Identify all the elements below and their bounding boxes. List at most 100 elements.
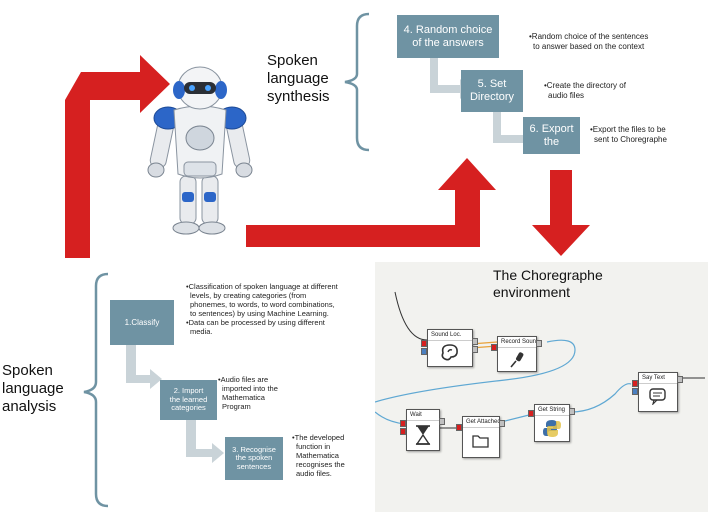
nao-robot-image <box>147 66 253 235</box>
input-port[interactable] <box>528 410 534 417</box>
connection-wire <box>570 383 632 413</box>
desc-line: •Random choice of the sentences <box>529 32 649 41</box>
desc-line: •Audio files are <box>218 375 269 384</box>
step-import-categories: 2. Import the learned categories <box>160 380 217 420</box>
analysis-desc-3: •The developed function in Mathematica r… <box>292 433 345 478</box>
synthesis-bracket <box>344 12 370 152</box>
box-title: Get String <box>535 405 569 416</box>
choregraphe-title-line: The Choregraphe <box>493 267 603 283</box>
box-title: Sound Loc. <box>428 330 472 341</box>
step-label-line: the <box>543 135 560 148</box>
analysis-desc-1: •Classification of spoken language at di… <box>186 282 338 336</box>
step-label-line: Directory <box>469 91 514 103</box>
step-recognise-sentences: 3. Recognise the spoken sentences <box>225 437 283 480</box>
desc-line: audio files. <box>296 469 332 478</box>
desc-line: imported into the <box>222 384 278 393</box>
box-title: Wait <box>407 410 439 421</box>
box-wait[interactable]: Wait <box>406 409 440 451</box>
choregraphe-wires <box>375 291 705 429</box>
speech-bubble-icon <box>649 388 666 405</box>
analysis-bracket <box>83 272 109 508</box>
input-port[interactable] <box>632 380 638 387</box>
chevron-arrow-icon <box>126 345 162 389</box>
connection-wire <box>500 413 534 423</box>
bottom-red-arrow <box>246 158 496 247</box>
step-random-choice: 4. Random choice of the answers <box>397 15 499 58</box>
desc-line: to sentences) by using Machine Learning. <box>190 309 329 318</box>
hourglass-icon <box>415 425 431 445</box>
desc-line: sent to Choregraphe <box>594 134 667 144</box>
desc-line: audio files <box>548 90 585 100</box>
analysis-flow-chevrons <box>126 345 224 463</box>
step-label-line: 2. Import <box>173 386 204 396</box>
desc-line: •Export the files to be <box>590 125 666 134</box>
desc-line: •Data can be processed by using differen… <box>186 318 325 327</box>
desc-line: media. <box>190 327 213 336</box>
desc-line: levels, by creating categories (from <box>190 291 307 300</box>
microphone-icon <box>510 352 524 368</box>
output-port[interactable] <box>536 340 542 347</box>
step-set-directory: 5. Set Directory <box>461 70 523 112</box>
input-port[interactable] <box>421 348 427 355</box>
synthesis-desc-3: •Export the files to be sent to Choregra… <box>590 125 667 144</box>
output-port[interactable] <box>439 418 445 425</box>
input-port[interactable] <box>400 420 406 427</box>
synthesis-title: Spoken language synthesis <box>267 52 330 106</box>
left-red-arrow <box>65 55 170 258</box>
choregraphe-title-line: environment <box>493 283 571 300</box>
analysis-desc-2: •Audio files are imported into the Mathe… <box>218 375 278 411</box>
box-get-attached[interactable]: Get Attached <box>462 416 500 458</box>
chevron-arrow-icon <box>430 55 471 99</box>
input-port[interactable] <box>400 428 406 435</box>
input-port[interactable] <box>456 424 462 431</box>
desc-line: Mathematica <box>296 451 339 460</box>
input-port[interactable] <box>421 340 427 347</box>
box-say-text[interactable]: Say Text <box>638 372 678 412</box>
step-label-line: 4. Random choice <box>403 23 493 36</box>
desc-line: Mathematica <box>222 393 265 402</box>
step-label-line: sentences <box>236 461 272 471</box>
synthesis-title-line: language <box>267 70 329 87</box>
synthesis-desc-1: •Random choice of the sentences to answe… <box>529 32 648 51</box>
desc-line: recognises the <box>296 460 345 469</box>
box-title: Say Text <box>639 373 677 384</box>
analysis-title-line: language <box>2 380 64 397</box>
desc-line: •Create the directory of <box>544 81 626 90</box>
box-sound-loc[interactable]: Sound Loc. <box>427 329 473 367</box>
step-label-line: 3. Recognise <box>232 444 276 454</box>
desc-line: •Classification of spoken language at di… <box>186 282 338 291</box>
desc-line: Program <box>222 402 251 411</box>
output-port[interactable] <box>499 420 505 427</box>
step-label-line: the spoken <box>235 453 273 463</box>
analysis-title-line: Spoken <box>2 362 53 379</box>
output-port[interactable] <box>472 338 478 345</box>
synthesis-title-line: synthesis <box>267 88 330 105</box>
synthesis-desc-2: •Create the directory of audio files <box>544 81 626 100</box>
input-port[interactable] <box>491 344 497 351</box>
desc-line: •The developed <box>292 433 345 442</box>
step-label-line: of the answers <box>412 36 484 49</box>
box-title: Get Attached <box>463 417 499 428</box>
chevron-arrow-icon <box>186 419 224 463</box>
output-port[interactable] <box>569 408 575 415</box>
folder-icon <box>472 435 489 448</box>
box-record-sound[interactable]: Record Soun <box>497 336 537 372</box>
analysis-title-line: analysis <box>2 398 57 415</box>
input-port[interactable] <box>632 388 638 395</box>
step-label-line: categories <box>171 403 206 413</box>
step-label-line: 1.Classify <box>124 317 160 327</box>
synthesis-title-line: Spoken <box>267 52 318 69</box>
step-label-line: 6. Export <box>529 122 574 135</box>
choregraphe-title: The Choregraphe environment <box>493 267 603 301</box>
ear-icon <box>441 344 458 361</box>
down-red-arrow <box>532 170 590 256</box>
desc-line: function in <box>296 442 331 451</box>
desc-line: phonemes, to words, to word combinations… <box>190 300 335 309</box>
analysis-title: Spoken language analysis <box>2 362 64 416</box>
output-port[interactable] <box>677 376 683 383</box>
step-label-line: the learned <box>169 394 208 404</box>
output-port[interactable] <box>472 346 478 353</box>
box-get-string[interactable]: Get String <box>534 404 570 442</box>
desc-line: to answer based on the context <box>533 41 645 51</box>
